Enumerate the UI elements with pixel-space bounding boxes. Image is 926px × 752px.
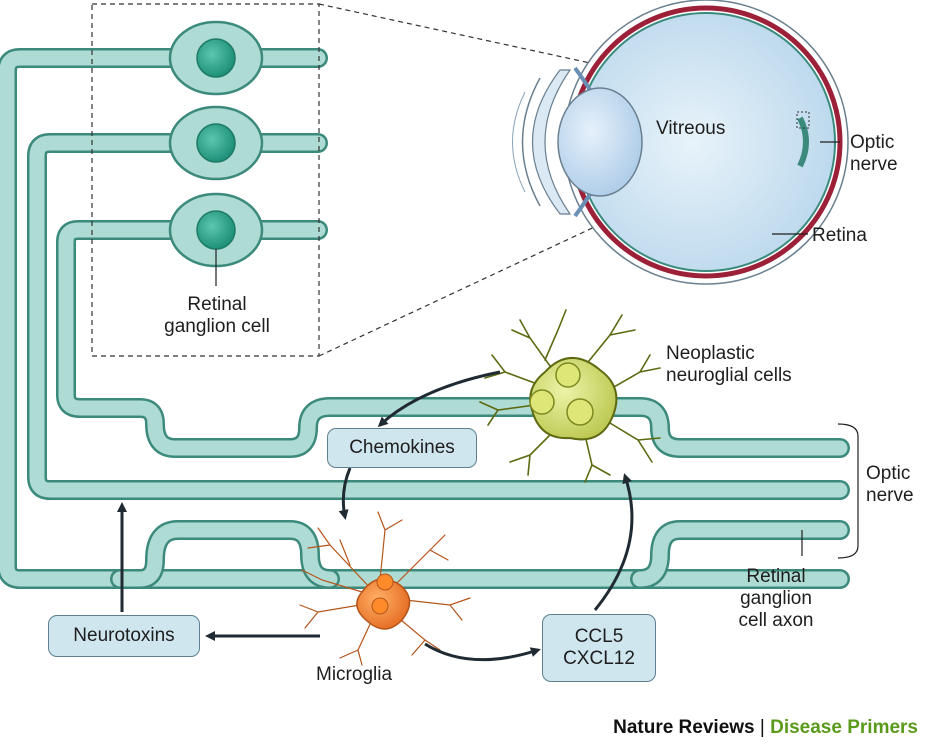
ccl5-label: CCL5 xyxy=(574,626,624,647)
credit-separator: | xyxy=(759,717,765,738)
neoplastic-cells xyxy=(479,309,661,483)
label-rgc-axon: Retinal ganglion cell axon xyxy=(726,566,826,632)
label-neoplastic-line2: neuroglial cells xyxy=(666,365,792,386)
ganglion-cell-2 xyxy=(168,105,264,181)
arrow-microglia-to-ccl5 xyxy=(424,642,541,662)
ganglion-cell-1 xyxy=(168,20,264,96)
label-optic-nerve-right: Optic nerve xyxy=(866,463,914,507)
label-retina: Retina xyxy=(812,225,867,246)
zoom-box xyxy=(91,3,320,357)
label-optic-nerve-right-line2: nerve xyxy=(866,485,914,506)
microglia-processes xyxy=(299,511,471,666)
microglia-body xyxy=(356,573,411,630)
label-rgc: Retinal ganglion cell xyxy=(150,294,284,338)
label-optic-nerve-eye-line1: Optic xyxy=(850,132,895,153)
eyeball xyxy=(512,0,849,285)
axon-1 xyxy=(0,48,850,589)
cxcl12-label: CXCL12 xyxy=(563,648,635,669)
label-neoplastic-line1: Neoplastic xyxy=(666,343,755,364)
label-optic-nerve-right-line1: Optic xyxy=(866,463,911,484)
neurotoxins-label: Neurotoxins xyxy=(73,625,175,646)
label-rgc-axon-line1: Retinal xyxy=(746,566,806,587)
arrow-chemokines-to-microglia xyxy=(338,467,352,520)
neurotoxins-box: Neurotoxins xyxy=(48,615,200,657)
label-optic-nerve-eye-line2: nerve xyxy=(850,154,898,175)
journal-credit: Nature Reviews | Disease Primers xyxy=(613,717,918,739)
chemokines-label: Chemokines xyxy=(349,437,455,458)
axon-3 xyxy=(56,220,850,458)
label-rgc-axon-line2: ganglion xyxy=(740,588,812,609)
label-rgc-axon-line3: cell axon xyxy=(738,610,814,631)
neoplastic-cell-bodies xyxy=(529,357,618,441)
credit-journal: Nature Reviews xyxy=(613,717,755,738)
label-rgc-line1: Retinal xyxy=(187,294,247,315)
label-vitreous: Vitreous xyxy=(656,118,726,139)
ganglion-cell-3 xyxy=(168,192,264,268)
label-microglia: Microglia xyxy=(316,664,393,685)
chemokines-box: Chemokines xyxy=(327,428,477,468)
arrow-ccl5-to-glia xyxy=(593,473,634,611)
axon-2 xyxy=(27,133,850,500)
optic-nerve-bracket xyxy=(837,423,859,559)
credit-series: Disease Primers xyxy=(770,717,918,738)
axon-4 xyxy=(110,520,850,589)
ccl5-cxcl12-box: CCL5 CXCL12 xyxy=(542,614,656,682)
label-neoplastic: Neoplastic neuroglial cells xyxy=(666,343,792,387)
arrow-glia-to-chemokines xyxy=(377,370,501,428)
label-optic-nerve-eye: Optic nerve xyxy=(850,132,898,176)
label-rgc-line2: ganglion cell xyxy=(164,316,270,337)
